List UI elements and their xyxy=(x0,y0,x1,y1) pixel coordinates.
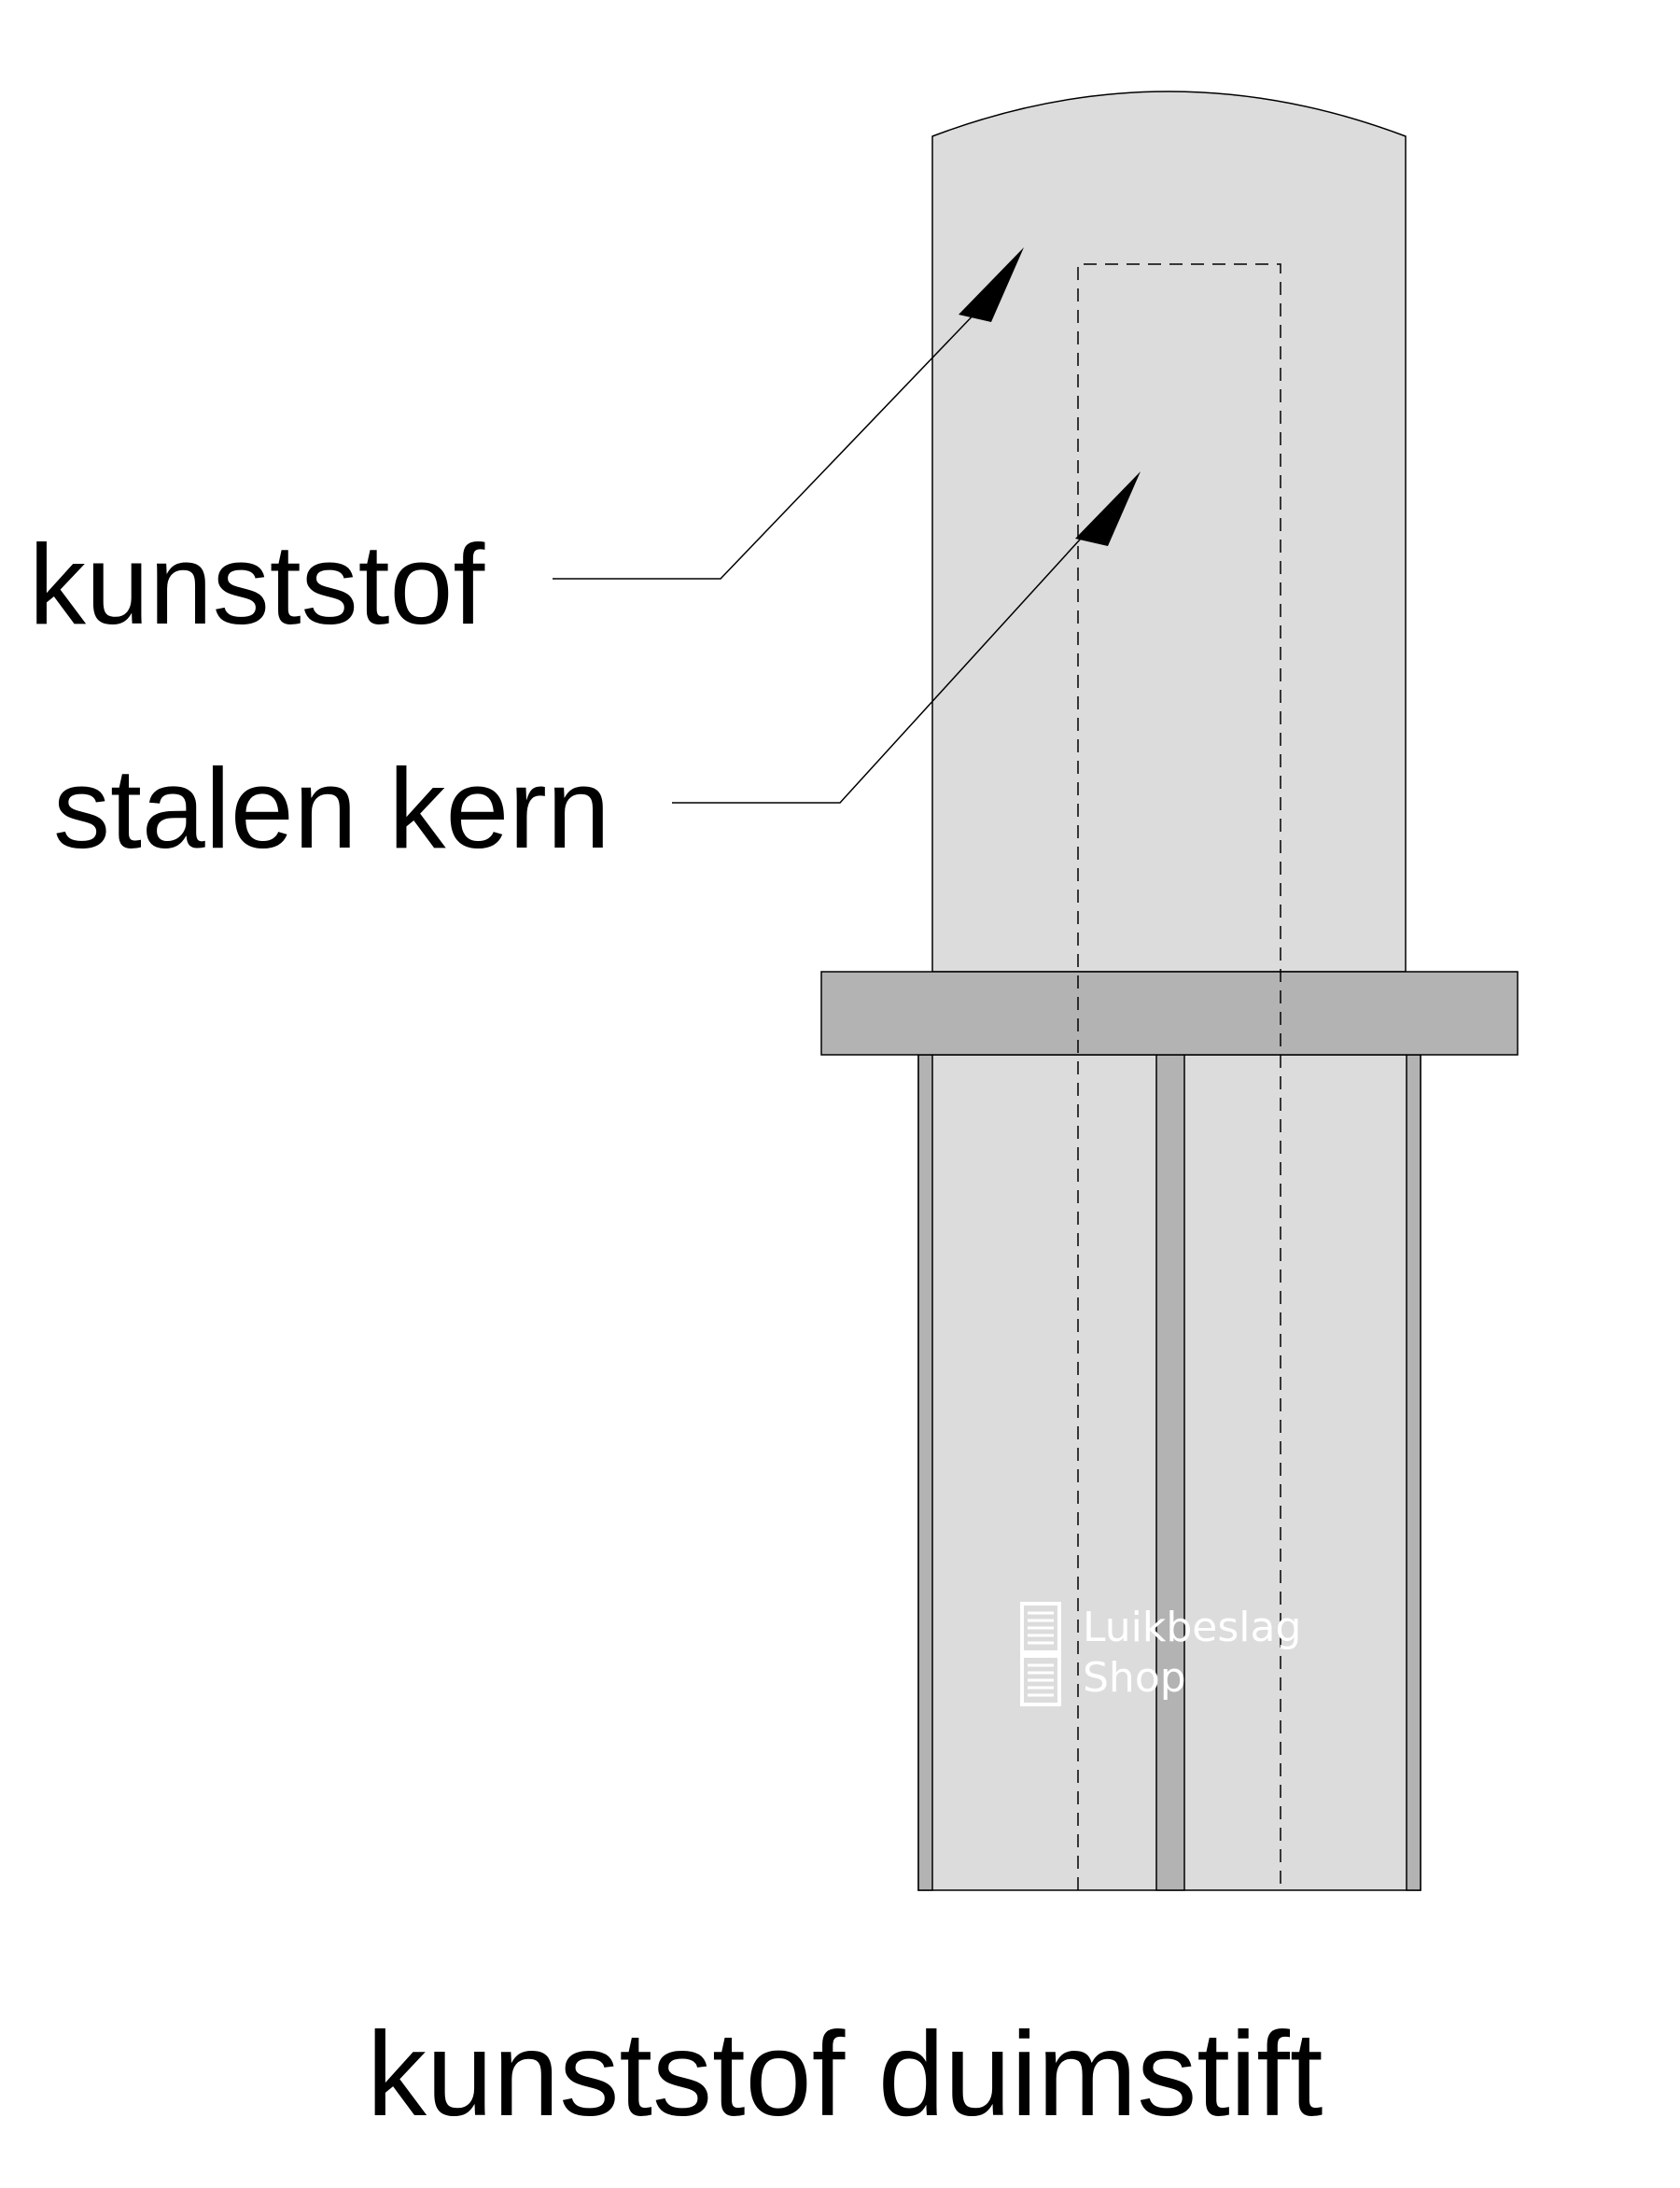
shutter-icon xyxy=(1020,1602,1061,1706)
arrowhead-steel-core xyxy=(1075,471,1141,546)
plastic-body-upper xyxy=(931,91,1407,973)
arrowhead-plastic xyxy=(959,247,1024,322)
watermark-line2: Shop xyxy=(1083,1654,1186,1702)
watermark-logo: Luikbeslag Shop xyxy=(1020,1602,1301,1706)
shaft-center-slot xyxy=(1155,1054,1185,1891)
shaft-side-strip-left xyxy=(917,1054,933,1891)
label-plastic: kunststof xyxy=(29,521,485,648)
diagram-title: kunststof duimstift xyxy=(367,2008,1323,2141)
leader-line-plastic xyxy=(553,305,983,580)
watermark-line1: Luikbeslag xyxy=(1083,1604,1301,1651)
flange xyxy=(820,971,1519,1056)
steel-core-hidden-outline xyxy=(1077,263,1281,1890)
label-steel-core: stalen kern xyxy=(53,745,610,872)
leader-line-steel-core xyxy=(672,527,1091,804)
shaft-side-strip-right xyxy=(1406,1054,1421,1891)
